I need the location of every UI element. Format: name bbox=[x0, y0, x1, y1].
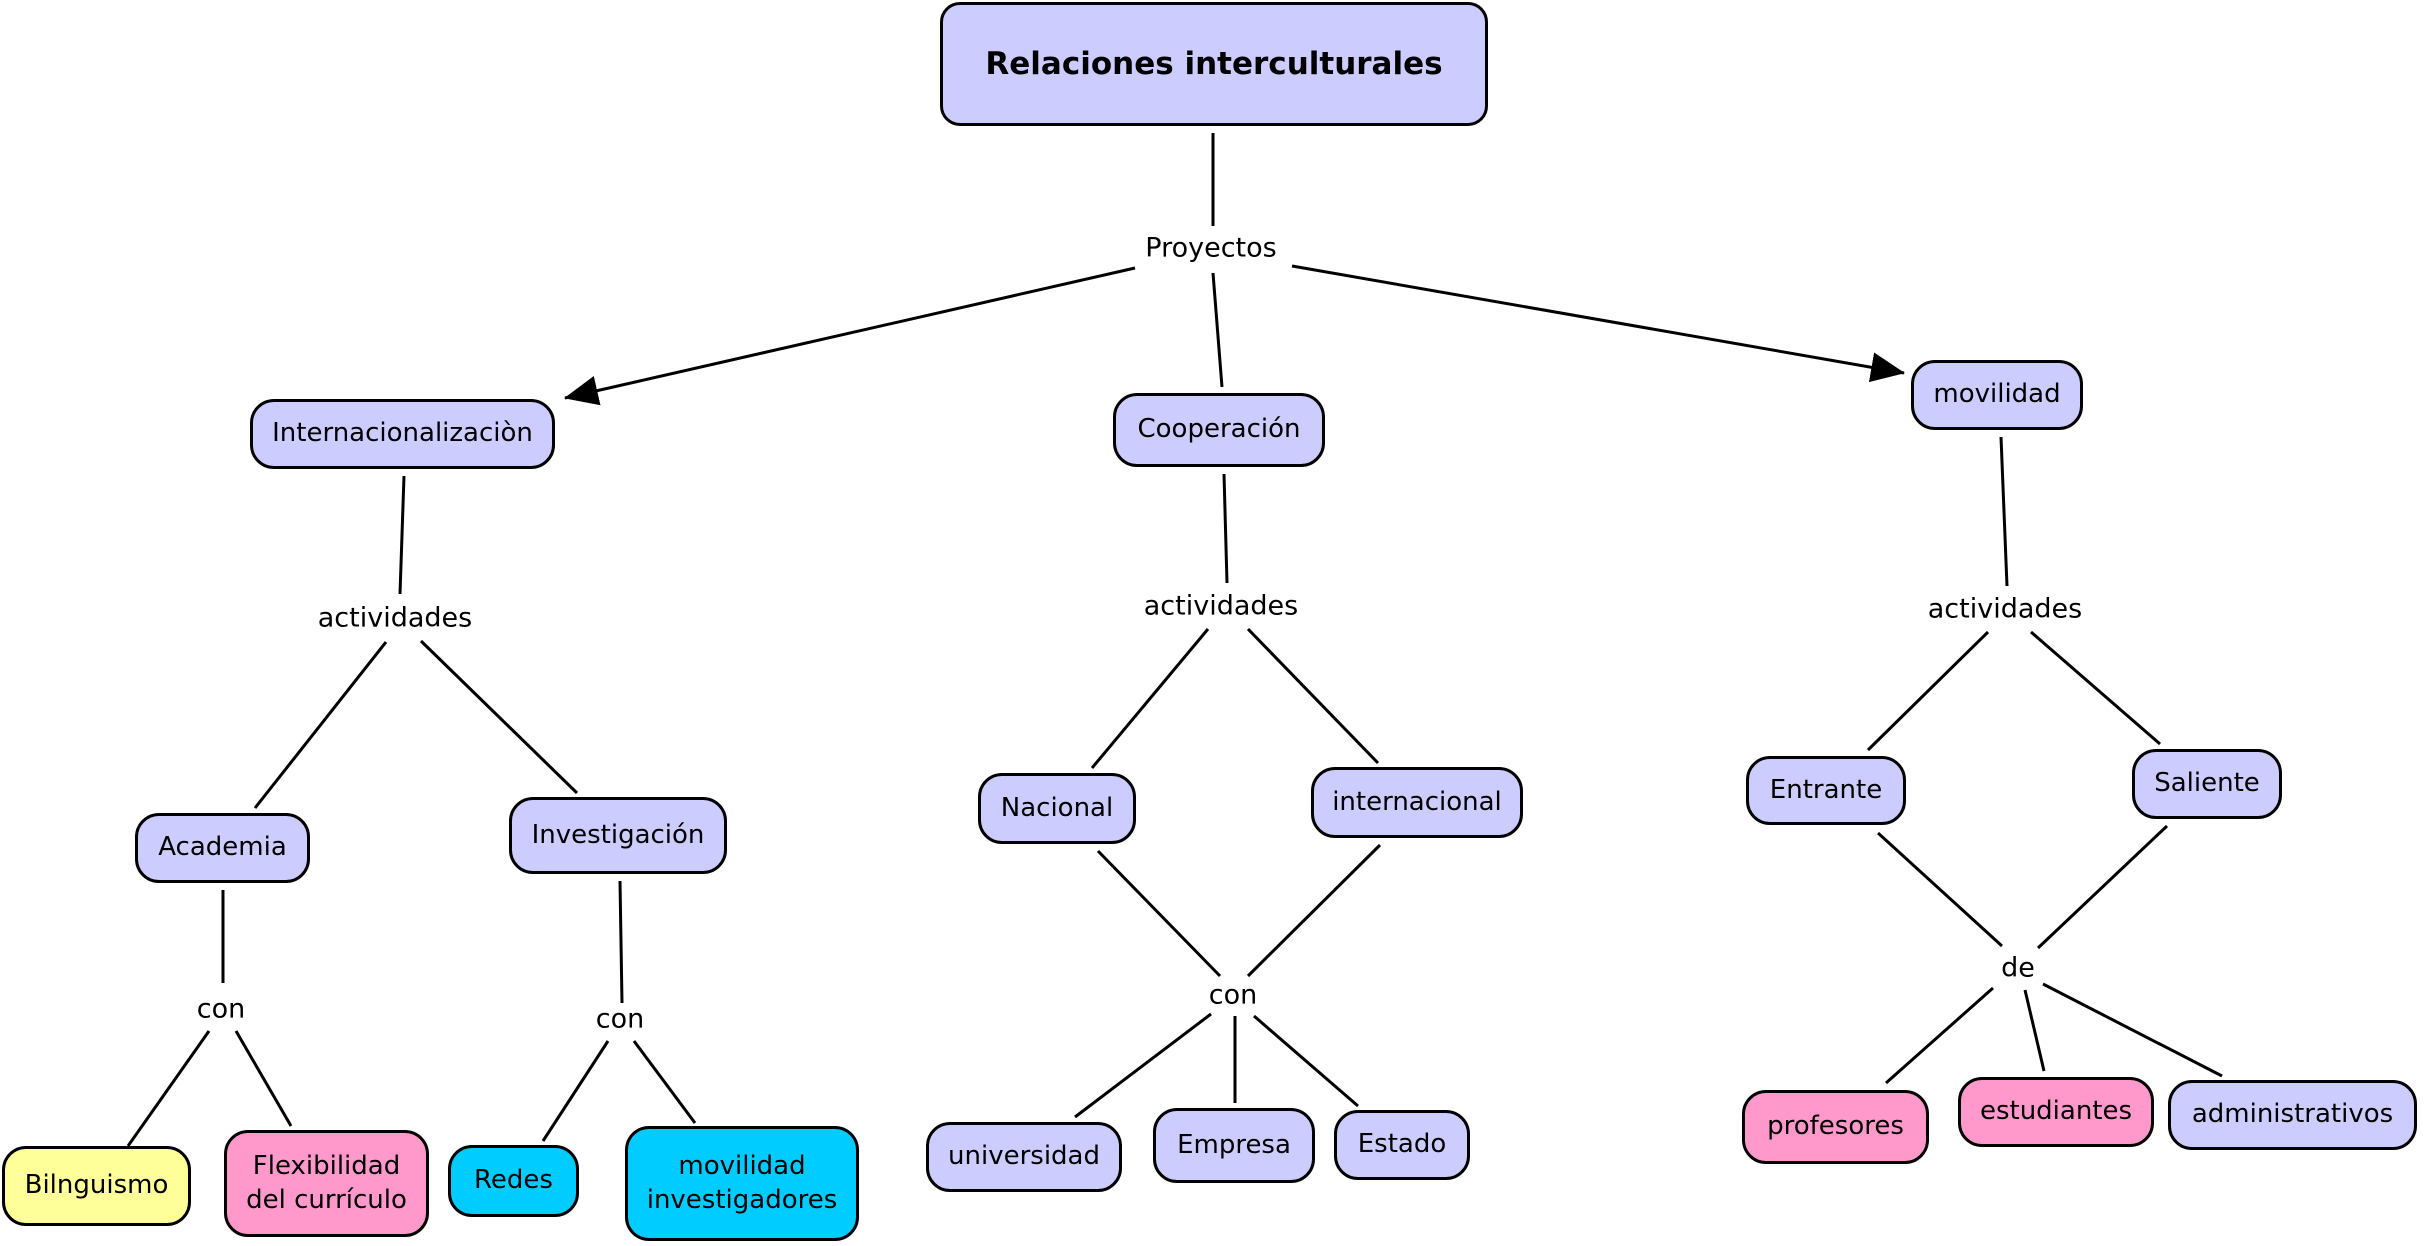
line-de-profesores bbox=[1885, 986, 1994, 1085]
line-de-administrativos bbox=[2042, 982, 2223, 1078]
node-nacional[interactable]: Nacional bbox=[978, 773, 1136, 844]
node-investigacion[interactable]: Investigación bbox=[509, 797, 727, 874]
line-de-estudiantes bbox=[2023, 989, 2046, 1072]
node-flexibilidad-curriculo[interactable]: Flexibilidad del currículo bbox=[224, 1130, 429, 1237]
line-con-estado bbox=[1253, 1014, 1359, 1108]
node-movilidad-investigadores[interactable]: movilidad investigadores bbox=[625, 1126, 859, 1241]
node-universidad[interactable]: universidad bbox=[926, 1122, 1122, 1192]
link-label-de-movilidad: de bbox=[1997, 952, 2039, 984]
node-estudiantes[interactable]: estudiantes bbox=[1958, 1077, 2154, 1147]
node-empresa[interactable]: Empresa bbox=[1153, 1108, 1315, 1183]
node-entrante[interactable]: Entrante bbox=[1746, 756, 1906, 825]
link-label-proyectos: Proyectos bbox=[1141, 232, 1281, 264]
node-saliente[interactable]: Saliente bbox=[2132, 749, 2282, 819]
node-estado[interactable]: Estado bbox=[1334, 1110, 1470, 1180]
node-relaciones-interculturales[interactable]: Relaciones interculturales bbox=[940, 2, 1488, 126]
line-actividades-academia bbox=[253, 641, 388, 809]
line-internacional-con bbox=[1246, 843, 1382, 978]
line-actividades-nacional bbox=[1090, 628, 1210, 769]
line-movilidad-actividades bbox=[1999, 436, 2009, 587]
line-con-movilidad-investigadores bbox=[632, 1040, 697, 1124]
line-internacionalizacion-actividades bbox=[398, 475, 406, 595]
node-internacionalizacion[interactable]: Internacionalizaciòn bbox=[250, 399, 555, 469]
line-saliente-de bbox=[2036, 824, 2169, 950]
line-nacional-con bbox=[1096, 849, 1222, 978]
line-entrante-de bbox=[1876, 831, 2004, 948]
line-actividades-entrante bbox=[1866, 630, 1990, 752]
line-con-redes bbox=[541, 1040, 610, 1142]
line-cooperacion-actividades bbox=[1222, 473, 1229, 584]
line-investigacion-con bbox=[618, 880, 624, 1004]
line-con-flexibilidad bbox=[234, 1030, 293, 1127]
link-label-actividades-cooperacion: actividades bbox=[1139, 590, 1303, 622]
line-con-universidad bbox=[1074, 1012, 1212, 1119]
node-cooperacion[interactable]: Cooperación bbox=[1113, 393, 1325, 467]
line-con-bilinguismo bbox=[126, 1030, 211, 1147]
link-label-con-investigacion: con bbox=[591, 1003, 649, 1035]
line-actividades-investigacion bbox=[419, 639, 579, 795]
node-academia[interactable]: Academia bbox=[135, 813, 310, 883]
line-proyectos-movilidad bbox=[1291, 264, 1905, 383]
node-redes[interactable]: Redes bbox=[448, 1145, 579, 1217]
link-label-con-cooperacion: con bbox=[1204, 979, 1262, 1011]
node-profesores[interactable]: profesores bbox=[1742, 1090, 1929, 1164]
node-administrativos[interactable]: administrativos bbox=[2168, 1080, 2417, 1150]
link-label-actividades-internacionalizacion: actividades bbox=[313, 602, 477, 634]
line-proyectos-cooperacion bbox=[1211, 272, 1224, 388]
line-proyectos-internacionalizacion bbox=[564, 266, 1136, 406]
link-label-actividades-movilidad: actividades bbox=[1923, 593, 2087, 625]
line-actividades-internacional bbox=[1246, 627, 1380, 765]
link-label-con-academia: con bbox=[192, 993, 250, 1025]
node-internacional[interactable]: internacional bbox=[1311, 767, 1523, 838]
node-movilidad[interactable]: movilidad bbox=[1911, 360, 2083, 430]
node-bilinguismo[interactable]: Bilnguismo bbox=[2, 1146, 191, 1226]
line-actividades-saliente bbox=[2030, 630, 2161, 746]
